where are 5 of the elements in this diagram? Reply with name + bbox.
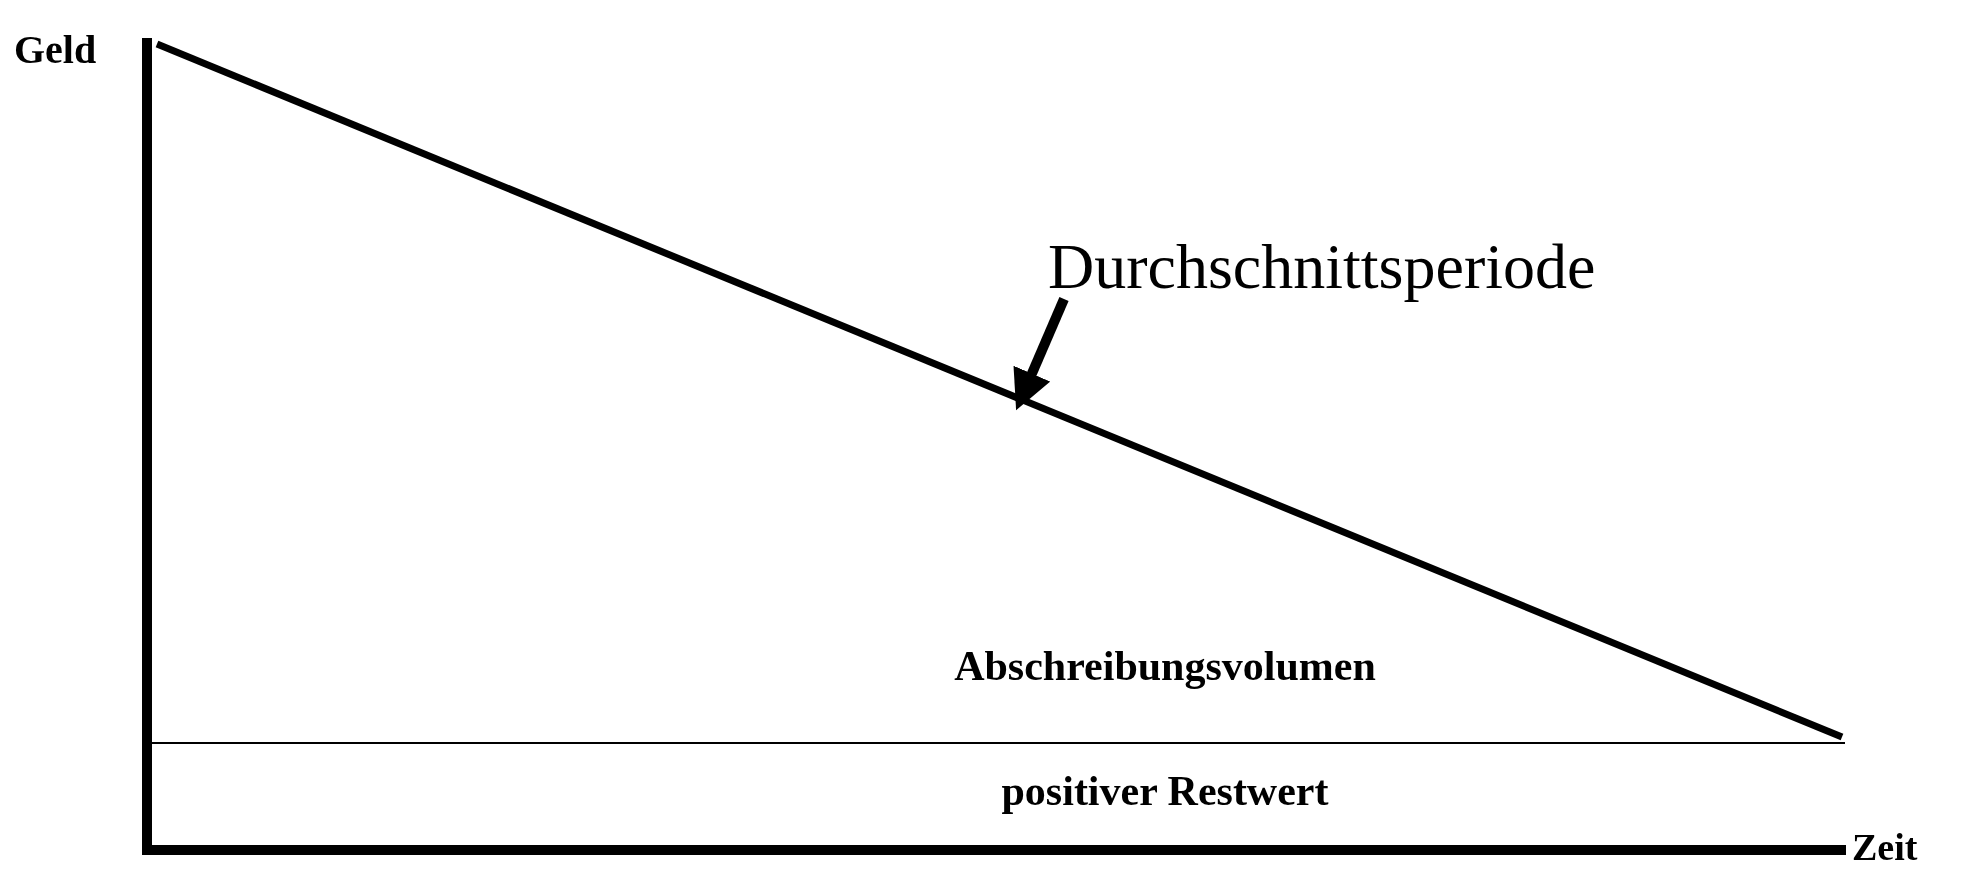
area-label: Abschreibungsvolumen [954,645,1376,687]
area-label: positiver Restwert [1001,770,1329,812]
arrow [1013,297,1069,411]
axis-label: Zeit [1852,828,1918,866]
axis-label: Geld [14,30,97,70]
